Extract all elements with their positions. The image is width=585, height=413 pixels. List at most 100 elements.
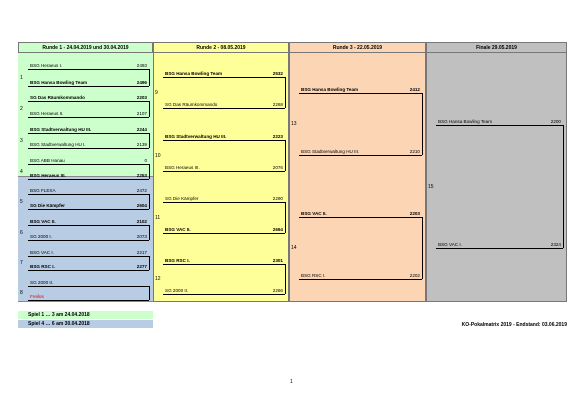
- r1-match-number: 4: [20, 168, 23, 175]
- bracket-line: [285, 202, 286, 233]
- r2-match-team: SG 2000 II.: [165, 288, 189, 293]
- bracket-line: [436, 125, 563, 126]
- r1-match-team: SG Die Kämpfer: [30, 203, 65, 208]
- r1-match-score: 2139: [136, 142, 147, 147]
- r2-match-score: 2223: [272, 134, 283, 139]
- r1-match-score: 0: [144, 158, 147, 163]
- header-round2: Runde 2 - 08.05.2019: [153, 42, 289, 53]
- r1-match-score: 2244: [136, 127, 147, 132]
- r3-match-score: 2203: [409, 211, 420, 216]
- final-match-team: BSG Hansa Bowling Team: [438, 119, 493, 124]
- bracket-line: [436, 248, 563, 249]
- r2-match-team: BSG Heraeus III.: [165, 165, 200, 170]
- bracket-line: [163, 171, 285, 172]
- r1-match-score: 2496: [136, 80, 147, 85]
- r1-match-number: 1: [20, 74, 23, 81]
- r1-match-number: 3: [20, 137, 23, 144]
- bracket-line: [28, 148, 149, 149]
- r1-match-team: BSG Stadtverwaltung HU III.: [30, 127, 92, 132]
- r3-match-team: BSG VAC II.: [301, 211, 327, 216]
- r2-match-score: 2266: [272, 288, 283, 293]
- r1-match-team: BSG VAC II.: [30, 219, 56, 224]
- r2-match-team: BSG RSC I.: [165, 258, 190, 263]
- r1-match-team: BSG VAC I.: [30, 250, 54, 255]
- r1-match-number: 8: [20, 290, 23, 296]
- r2-match-number: 10: [155, 152, 161, 159]
- r2-match-score: 2694: [272, 227, 283, 232]
- r2-match-team: BSG Hansa Bowling Team: [165, 71, 223, 76]
- bracket-line: [28, 117, 149, 118]
- footer-title: KO-Pokalmatrix 2019 - Endstand: 03.06.20…: [461, 322, 567, 328]
- bracket-line: [299, 279, 422, 280]
- final-match-score: 2200: [550, 119, 561, 124]
- bracket-line: [163, 140, 285, 141]
- bracket-line: [28, 225, 149, 226]
- bracket-line: [28, 69, 149, 70]
- bracket-line: [149, 69, 150, 86]
- r1-match-score: 2493: [136, 63, 147, 68]
- r3-match-score: 2412: [409, 87, 420, 92]
- r1-match-team: SG Das Räumkommando: [30, 95, 85, 100]
- bracket-line: [163, 294, 285, 295]
- bracket-line: [422, 93, 423, 155]
- r2-match-team: BSG VAC II.: [165, 227, 191, 232]
- r1-match-team: BSG FLEXA: [30, 188, 56, 193]
- final-column: [426, 42, 567, 302]
- bracket-line: [28, 194, 149, 195]
- bracket-line: [422, 217, 423, 279]
- r1-match-score: 2604: [136, 203, 147, 208]
- r1-match-score: [127, 293, 147, 300]
- r3-match-team: BSG RSC I.: [301, 273, 326, 278]
- r1-match-number: 5: [20, 198, 23, 205]
- r1-match-score: 2073: [136, 234, 147, 239]
- bracket-line: [28, 209, 149, 210]
- page-number: 1: [290, 379, 293, 385]
- header-round1: Runde 1 - 24.04.2019 und 30.04.2019: [18, 42, 153, 53]
- bracket-line: [563, 125, 564, 248]
- r1-match-team: Freilos: [30, 294, 44, 299]
- r1-match-team: BSG Heraeus III.: [30, 173, 66, 178]
- r3-match-team: BSG Hansa Bowling Team: [301, 87, 359, 92]
- bracket-line: [163, 202, 285, 203]
- r1-match-team: SG 2000 II.: [30, 280, 54, 285]
- final-match-score: 2324: [550, 242, 561, 247]
- r1-match-score: 2102: [136, 219, 147, 224]
- bracket-line: [149, 286, 150, 300]
- header-final: Finale 29.05.2019: [426, 42, 567, 53]
- r3-match-number: 14: [291, 245, 297, 251]
- r1-match-team: BSG Heraeus I.: [30, 63, 63, 68]
- r1-match-score: 2277: [136, 264, 147, 269]
- bracket-line: [28, 101, 149, 102]
- r1-match-number: 7: [20, 260, 23, 266]
- bracket-line: [149, 194, 150, 209]
- bracket-line: [163, 108, 285, 109]
- bracket-line: [285, 264, 286, 294]
- r2-match-score: 2532: [272, 71, 283, 76]
- r2-match-number: 11: [155, 214, 161, 221]
- bracket-line: [163, 233, 285, 234]
- bracket-line: [28, 86, 149, 87]
- r2-match-score: 2301: [272, 258, 283, 263]
- final-match-team: BSG VAC I.: [438, 242, 462, 247]
- r3-match-team: BSG Stadtverwaltung HU III.: [301, 149, 360, 154]
- bracket-line: [28, 179, 149, 180]
- bracket-line: [163, 264, 285, 265]
- bracket-line: [28, 300, 149, 301]
- r2-match-team: SG Das Räumkommando: [165, 102, 218, 107]
- round3-column: [289, 42, 426, 302]
- round2-column: [153, 42, 289, 302]
- bracket-line: [285, 77, 286, 108]
- bracket-line: [149, 101, 150, 117]
- r3-match-score: 2210: [409, 149, 420, 154]
- bracket-line: [149, 256, 150, 270]
- bracket-line: [149, 164, 150, 179]
- r1-match-score: 2203: [136, 95, 147, 100]
- r1-match-score: 2217: [136, 250, 147, 255]
- group-band-blue: [18, 177, 153, 302]
- r2-match-number: 12: [155, 276, 161, 282]
- bracket-line: [28, 164, 149, 165]
- group-band-green: [18, 53, 153, 177]
- r1-match-team: BSG Stadtverwaltung HU I.: [30, 142, 86, 147]
- r2-match-team: BSG Stadtverwaltung HU III.: [165, 134, 227, 139]
- r1-match-team: BSG RSC I.: [30, 264, 55, 269]
